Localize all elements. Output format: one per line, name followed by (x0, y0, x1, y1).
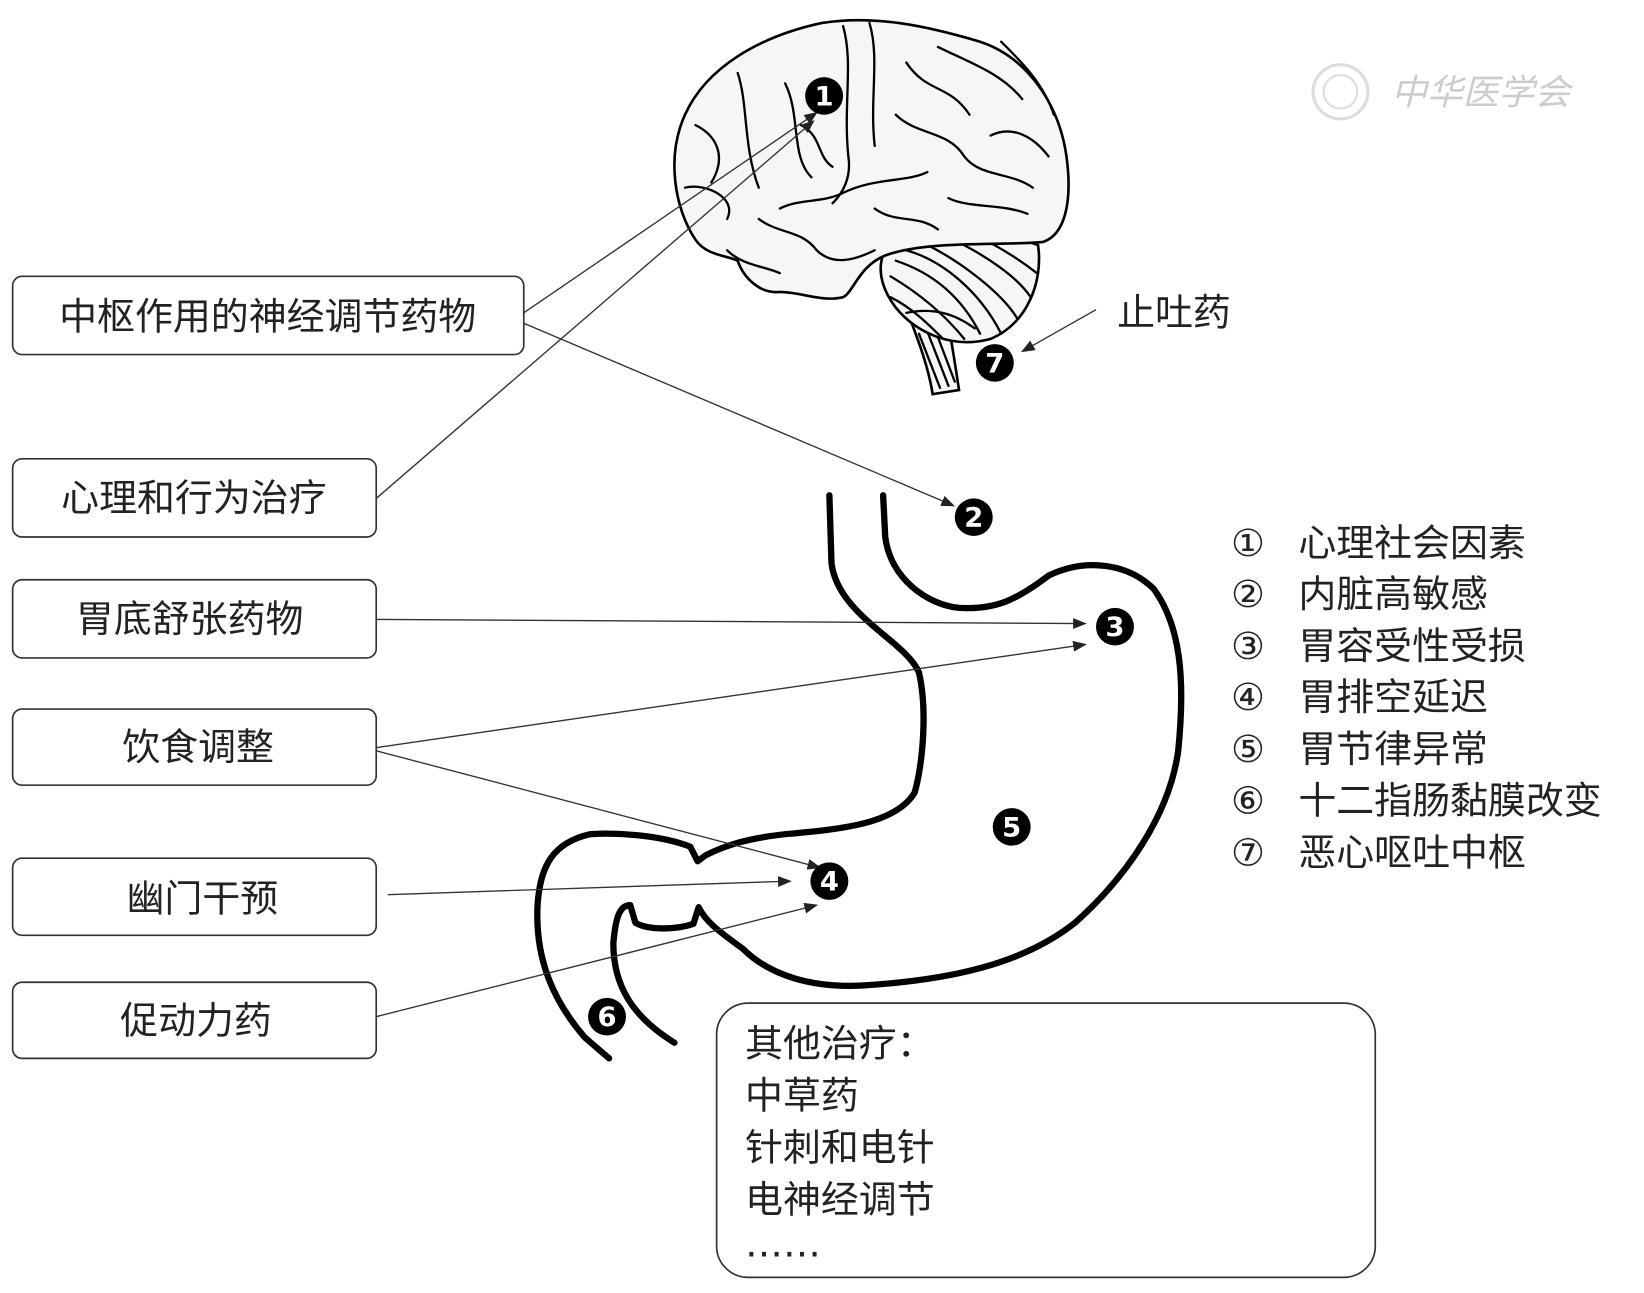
stomach-inner-wall (534, 492, 927, 1062)
connector-arrows (375, 111, 1097, 1018)
svg-text:2: 2 (964, 503, 983, 534)
treatment-box-psychological-therapy: 心理和行为治疗 (11, 457, 378, 538)
svg-text:恶心呕吐中枢: 恶心呕吐中枢 (1298, 831, 1526, 875)
svg-text:心理社会因素: 心理社会因素 (1298, 521, 1526, 565)
marker-7: 7 (975, 344, 1014, 382)
svg-text:中枢作用的神经调节药物: 中枢作用的神经调节药物 (59, 295, 476, 339)
svg-text:……: …… (745, 1222, 821, 1266)
svg-text:针刺和电针: 针刺和电针 (745, 1126, 935, 1170)
svg-text:饮食调整: 饮食调整 (122, 725, 274, 769)
svg-text:胃节律异常: 胃节律异常 (1298, 727, 1488, 771)
svg-text:3: 3 (1105, 612, 1124, 643)
svg-text:4: 4 (820, 867, 839, 898)
treatment-box-fundic-relaxants: 胃底舒张药物 (11, 578, 378, 659)
watermark-logo-icon (1311, 63, 1370, 121)
svg-text:6: 6 (597, 1002, 616, 1033)
svg-text:⑥: ⑥ (1231, 779, 1265, 823)
svg-text:②: ② (1231, 572, 1265, 616)
svg-text:①: ① (1231, 521, 1265, 565)
treatment-box-central-neuromodulators: 中枢作用的神经调节药物 (11, 275, 525, 356)
svg-text:电神经调节: 电神经调节 (745, 1178, 935, 1222)
other-treatments-title: 其他治疗： (745, 1021, 935, 1065)
brain-illustration (673, 18, 1070, 396)
other-treatments-box: 其他治疗： 中草药 针刺和电针 电神经调节 …… (715, 1002, 1377, 1279)
svg-text:胃容受性受损: 胃容受性受损 (1298, 624, 1526, 668)
treatment-box-diet: 饮食调整 (11, 708, 378, 787)
svg-text:5: 5 (1002, 813, 1021, 844)
svg-text:1: 1 (815, 82, 834, 113)
svg-text:③: ③ (1231, 624, 1265, 668)
marker-4: 4 (810, 862, 849, 900)
svg-text:幽门干预: 幽门干预 (126, 877, 278, 921)
svg-text:⑦: ⑦ (1231, 831, 1265, 875)
stomach-illustration (534, 492, 1185, 1062)
svg-text:④: ④ (1231, 675, 1265, 719)
svg-text:促动力药: 促动力药 (120, 999, 272, 1043)
svg-text:胃排空延迟: 胃排空延迟 (1298, 675, 1488, 719)
marker-5: 5 (992, 808, 1031, 846)
svg-text:胃底舒张药物: 胃底舒张药物 (76, 597, 304, 641)
marker-1: 1 (805, 77, 844, 115)
marker-2: 2 (954, 498, 993, 536)
svg-text:内脏高敏感: 内脏高敏感 (1298, 572, 1488, 616)
svg-text:中草药: 中草药 (745, 1074, 859, 1118)
svg-text:7: 7 (985, 348, 1004, 379)
svg-text:⑤: ⑤ (1231, 727, 1265, 771)
antiemetic-label: 止吐药 (1117, 291, 1231, 335)
svg-text:心理和行为治疗: 心理和行为治疗 (61, 476, 326, 520)
stomach-outer-wall (610, 492, 1185, 1046)
watermark-text: 中华医学会 (1391, 72, 1573, 113)
marker-6: 6 (588, 997, 626, 1036)
treatment-box-prokinetics: 促动力药 (11, 981, 378, 1060)
watermark: 中华医学会 (1311, 63, 1574, 121)
svg-text:十二指肠黏膜改变: 十二指肠黏膜改变 (1298, 779, 1601, 823)
marker-3: 3 (1096, 607, 1134, 646)
legend: ① 心理社会因素 ② 内脏高敏感 ③ 胃容受性受损 ④ 胃排空延迟 ⑤ 胃节律异常 ⑥ 十二… (1231, 521, 1602, 874)
treatment-box-pyloric-intervention: 幽门干预 (11, 857, 378, 937)
